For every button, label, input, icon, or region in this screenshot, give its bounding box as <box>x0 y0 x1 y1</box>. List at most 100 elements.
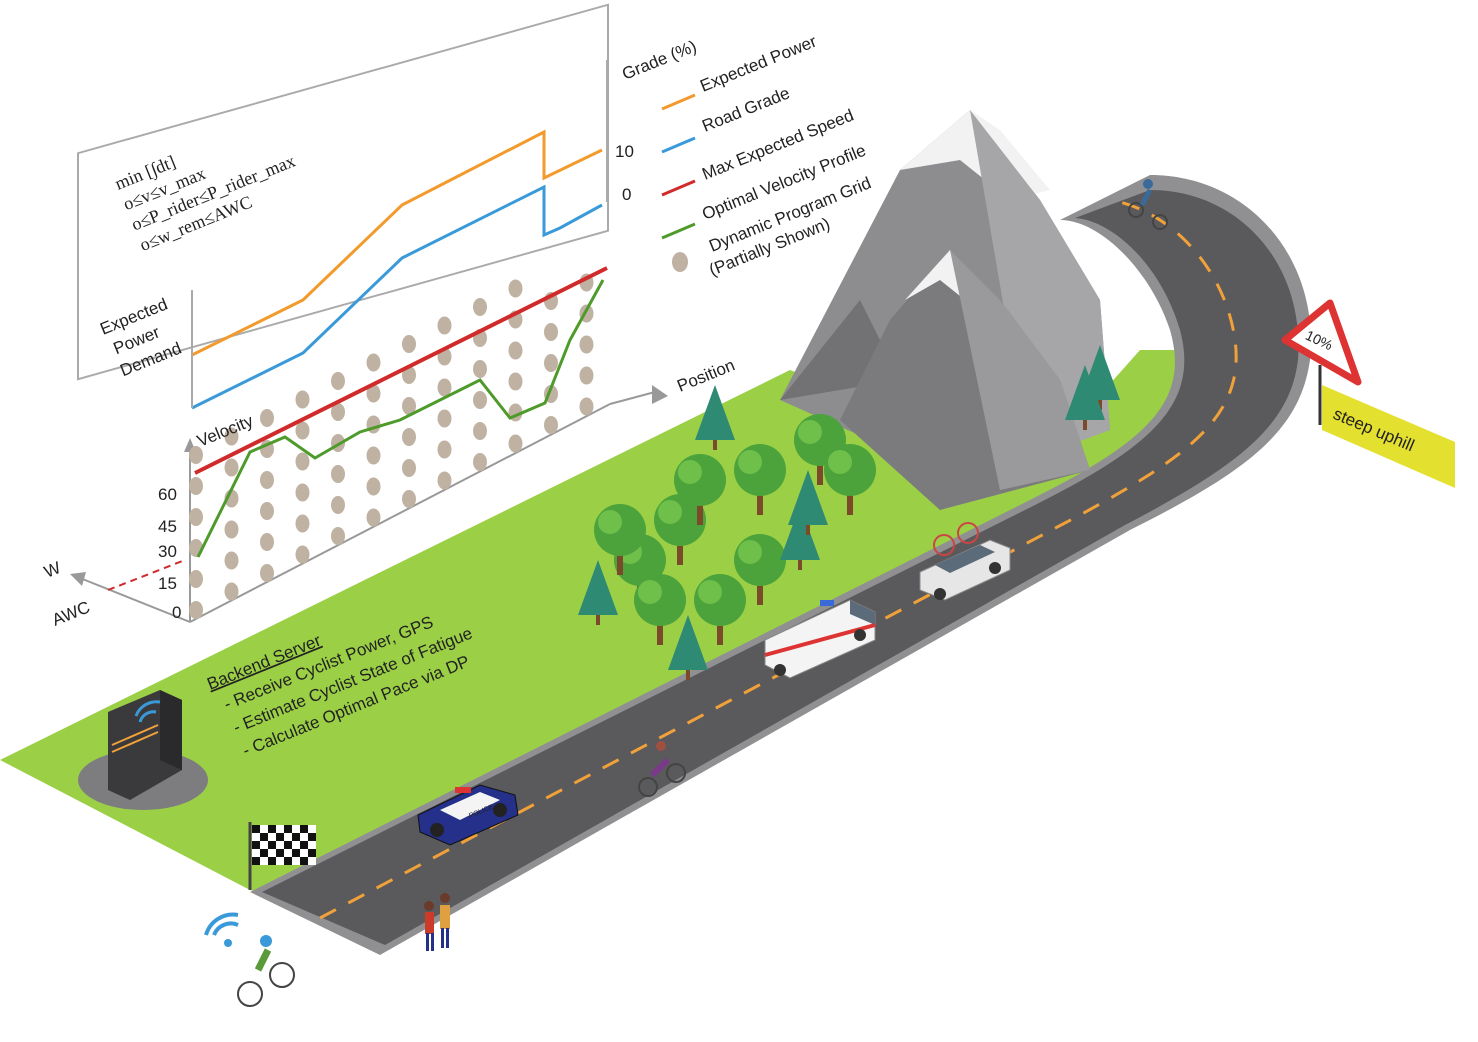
pine-tree <box>668 615 708 680</box>
grade-sign: 10% steep uphill <box>1281 299 1455 488</box>
flag-square <box>300 849 308 857</box>
flag-square <box>276 841 284 849</box>
grid-dot <box>224 427 239 446</box>
grid-dot <box>544 416 558 434</box>
grid-dot <box>473 298 487 316</box>
grid-dot <box>544 354 558 372</box>
grid-dot <box>437 409 452 428</box>
police-car: POLICE <box>417 784 519 846</box>
legend-swatch-power <box>661 93 696 111</box>
deciduous-tree <box>824 444 876 515</box>
flag-square <box>284 849 292 857</box>
grid-dot <box>473 422 487 440</box>
flag-square <box>268 841 276 849</box>
grid-dot <box>402 459 416 477</box>
backend-server-icon <box>78 690 208 810</box>
position-axis-arrow <box>652 385 668 404</box>
flag-square <box>268 849 276 857</box>
grid-dot <box>224 458 239 477</box>
deciduous-tree <box>594 504 646 575</box>
flag-square <box>276 833 284 841</box>
grid-dot <box>402 335 416 353</box>
grade-tick-0: 0 <box>622 185 631 204</box>
grid-dot <box>260 533 274 551</box>
grid-dot <box>437 316 452 335</box>
grid-dot <box>579 397 594 416</box>
flag-square <box>260 825 268 833</box>
flag-square <box>252 841 260 849</box>
legend-swatch-velocity <box>661 222 696 240</box>
grid-dot <box>402 397 416 415</box>
flag-square <box>308 857 316 865</box>
flag-square <box>260 857 268 865</box>
legend-swatch-grade <box>661 136 696 154</box>
flag-square <box>292 857 300 865</box>
grid-dot <box>366 477 381 496</box>
grid-dot <box>402 366 416 384</box>
flag-square <box>300 833 308 841</box>
grade-line <box>191 184 603 410</box>
suv-with-bikes <box>919 522 1011 601</box>
grid-dot <box>473 360 487 378</box>
cyclist-road <box>638 741 686 797</box>
velocity-profile <box>196 279 605 558</box>
grid-dot <box>473 391 487 409</box>
grid-dot <box>579 335 594 354</box>
deciduous-tree <box>654 494 706 565</box>
w-tick-0: 0 <box>172 603 181 622</box>
grid-dot <box>544 323 558 341</box>
flag-square <box>284 833 292 841</box>
deciduous-tree <box>694 574 746 645</box>
flag-square <box>308 849 316 857</box>
grid-dot <box>366 384 381 403</box>
flag-square <box>252 849 260 857</box>
grid-dot <box>189 601 203 619</box>
flag-square <box>284 857 292 865</box>
grid-dot <box>295 390 310 409</box>
deciduous-tree <box>734 444 786 515</box>
flag-square <box>300 825 308 833</box>
flag-square <box>292 825 300 833</box>
grid-dot <box>437 471 452 490</box>
grid-dot <box>189 508 203 526</box>
flag-square <box>300 857 308 865</box>
grid-dot <box>295 421 310 440</box>
grid-dot <box>260 564 274 582</box>
cyclist-with-sensor <box>237 935 295 1007</box>
flag-square <box>252 825 260 833</box>
awc-axis-label: AWC <box>49 597 92 629</box>
grid-dot <box>331 465 345 483</box>
flag-square <box>252 857 260 865</box>
flag-square <box>284 841 292 849</box>
grid-dot <box>579 366 594 385</box>
legend: Expected Power Road Grade Max Expected S… <box>661 32 874 280</box>
w-tick-30: 30 <box>158 542 177 561</box>
w-tick-15: 15 <box>158 574 177 593</box>
grid-dot <box>366 446 381 465</box>
grid-dot <box>402 428 416 446</box>
ambulance <box>764 599 876 679</box>
legend-power: Expected Power <box>697 32 819 96</box>
grid-dot <box>331 496 345 514</box>
legend-swatch-grid <box>672 252 688 272</box>
w-tick-60: 60 <box>158 485 177 504</box>
finish-flag <box>248 822 316 890</box>
road <box>250 175 1311 955</box>
flag-square <box>260 841 268 849</box>
flag-square <box>252 833 260 841</box>
grid-dot <box>508 434 523 453</box>
grid-dot <box>508 279 523 298</box>
flag-square <box>308 825 316 833</box>
grid-dot <box>437 440 452 459</box>
pine-tree <box>578 560 618 625</box>
grid-dot <box>295 452 310 471</box>
pine-tree <box>780 505 820 570</box>
grid-dot <box>260 502 274 520</box>
w-axis-label: W <box>41 558 63 582</box>
flag-square <box>308 841 316 849</box>
grid-dot <box>189 446 203 464</box>
grid-dot <box>331 403 345 421</box>
flag-square <box>276 849 284 857</box>
grid-dot <box>189 570 203 588</box>
